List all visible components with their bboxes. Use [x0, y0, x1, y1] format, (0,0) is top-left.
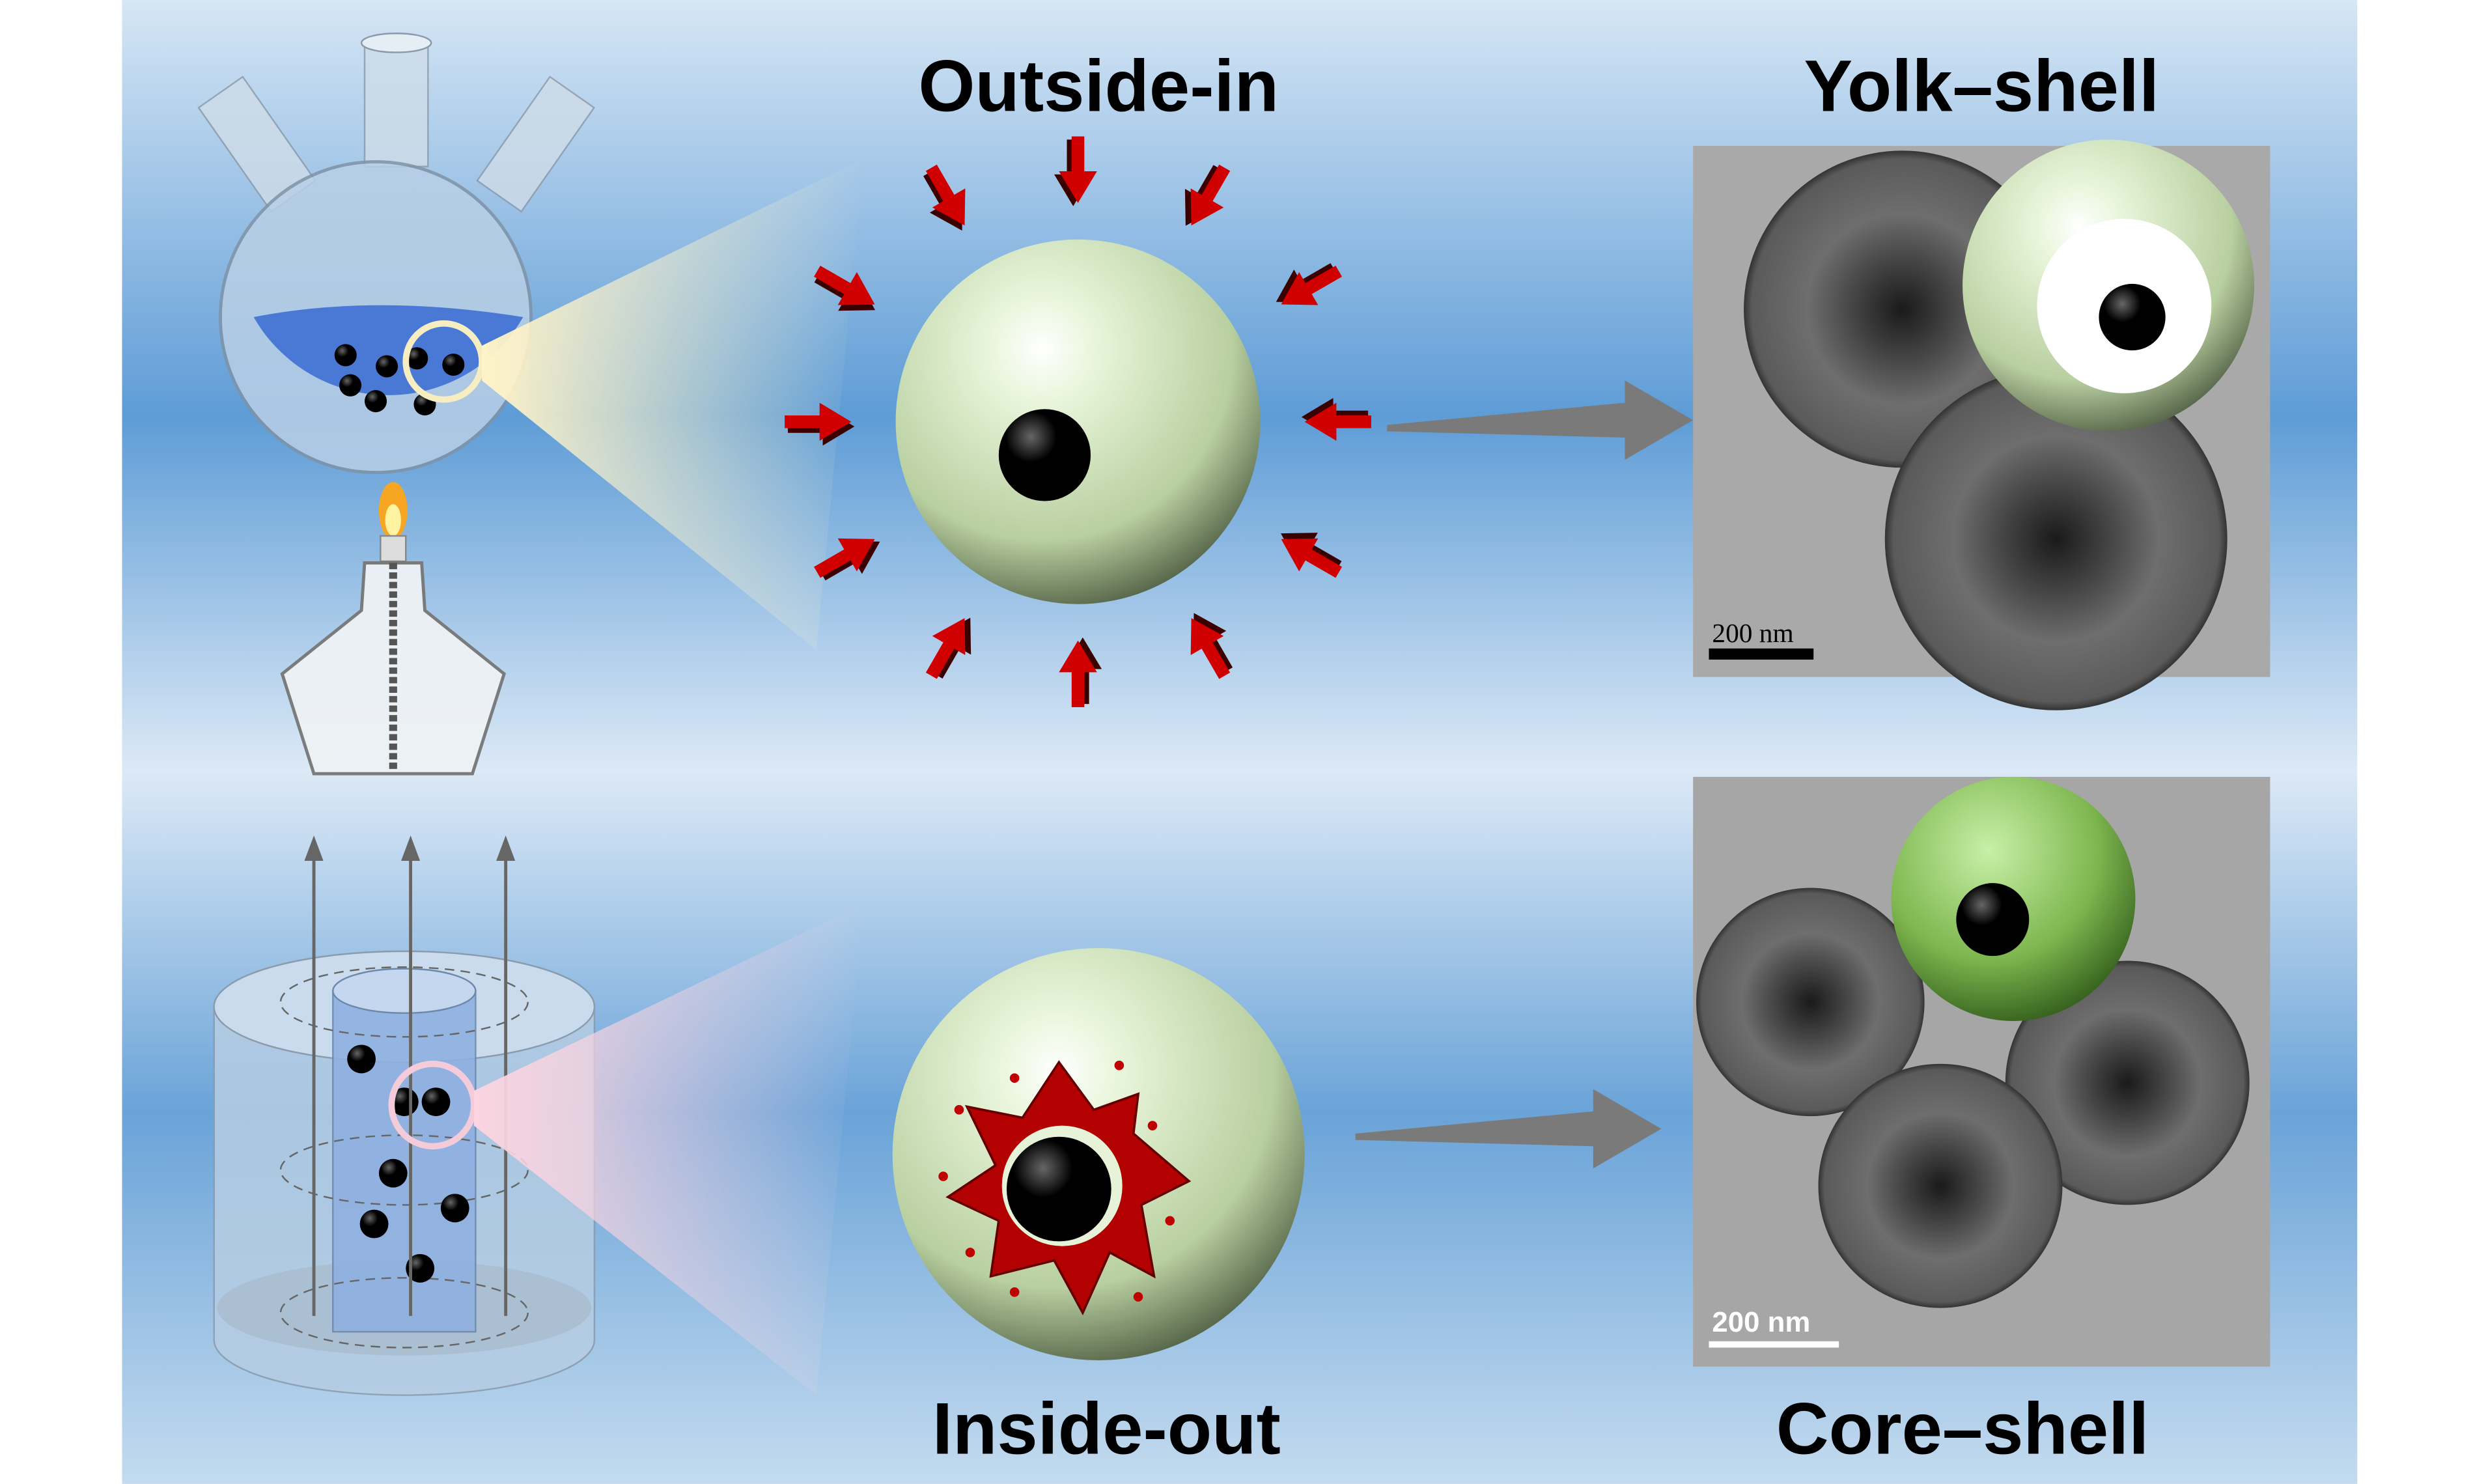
- outside-in-label: Outside-in: [918, 46, 1279, 127]
- process-arrow-top: [1387, 380, 1694, 460]
- scale-bar-top: 200 nm: [1712, 618, 1793, 648]
- zoom-cone-bottom: [473, 903, 864, 1395]
- yolk-shell-tem-image: 200 nm: [1693, 139, 2270, 710]
- core-icon: [998, 409, 1091, 501]
- three-neck-flask-icon: [197, 33, 596, 475]
- process-arrow-bottom: [1355, 1089, 1662, 1169]
- yolk-shell-label: Yolk–shell: [1804, 46, 2159, 127]
- zoom-cone-top: [482, 158, 864, 651]
- alcohol-lamp-icon: [280, 482, 507, 776]
- reactor-cylinder-icon: [213, 835, 596, 1396]
- scale-bar-bottom: 200 nm: [1712, 1306, 1810, 1338]
- inside-out-label: Inside-out: [932, 1388, 1281, 1470]
- outside-in-particle: [895, 239, 1261, 604]
- inside-out-particle: [892, 948, 1305, 1360]
- core-shell-label: Core–shell: [1776, 1388, 2149, 1470]
- core-shell-tem-image: 200 nm: [1693, 777, 2270, 1367]
